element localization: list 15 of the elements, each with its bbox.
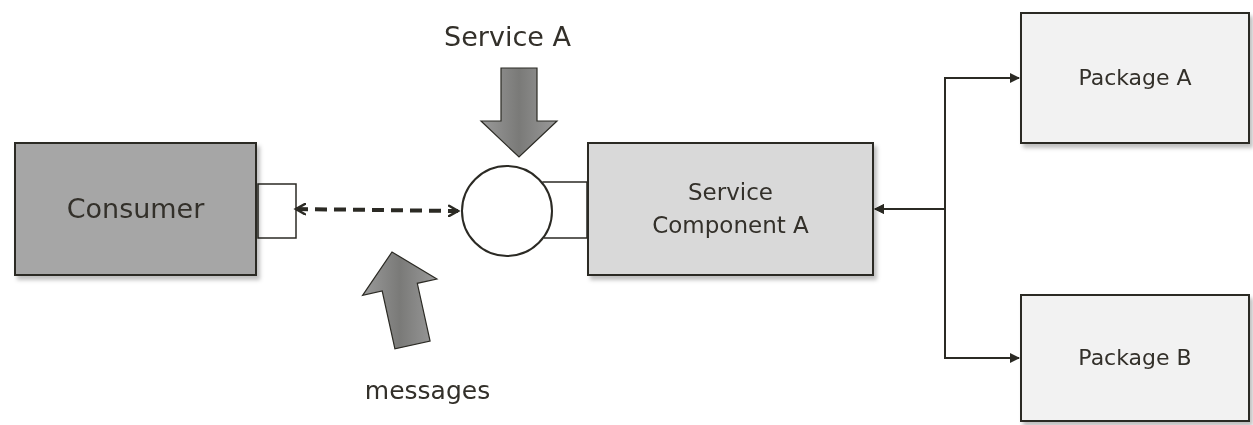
box-label: Consumer (65, 192, 206, 227)
box-label: Package A (1077, 64, 1193, 93)
consumer-box (14, 142, 257, 276)
package-box (1020, 294, 1250, 422)
box-label: Package B (1077, 344, 1193, 373)
package-box (1020, 12, 1250, 144)
arrow (294, 202, 460, 218)
callout-text: Service A (443, 20, 572, 55)
callout-text: messages (363, 374, 492, 407)
block-arrow (361, 251, 439, 350)
box-label: Service Component A (651, 177, 810, 240)
component-box (587, 142, 874, 276)
block-arrow (479, 67, 559, 158)
arrow (874, 204, 1020, 363)
connector-line (541, 181, 588, 239)
